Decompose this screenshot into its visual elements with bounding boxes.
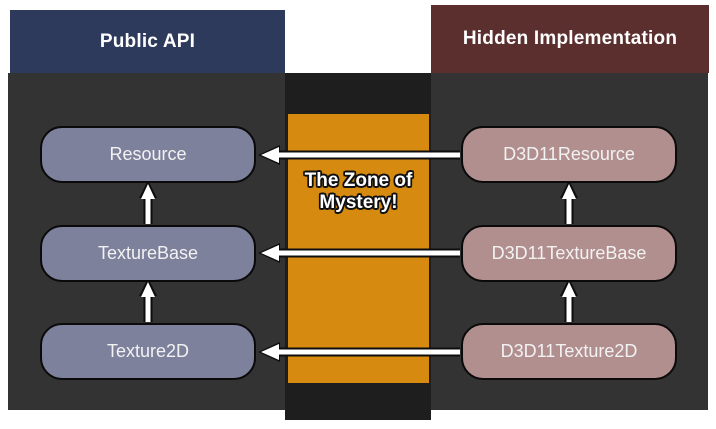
node-d3d11texture2d[interactable]: D3D11Texture2D: [461, 323, 677, 380]
node-texturebase[interactable]: TextureBase: [40, 225, 256, 282]
header-hidden-implementation: Hidden Implementation: [431, 5, 709, 73]
zone-of-mystery-band: [288, 114, 429, 383]
node-texture2d[interactable]: Texture2D: [40, 323, 256, 380]
header-public-api: Public API: [10, 10, 285, 73]
zone-of-mystery-label: The Zone of Mystery!: [304, 170, 413, 214]
node-resource[interactable]: Resource: [40, 126, 256, 183]
node-d3d11resource[interactable]: D3D11Resource: [461, 126, 677, 183]
node-d3d11texturebase[interactable]: D3D11TextureBase: [461, 225, 677, 282]
